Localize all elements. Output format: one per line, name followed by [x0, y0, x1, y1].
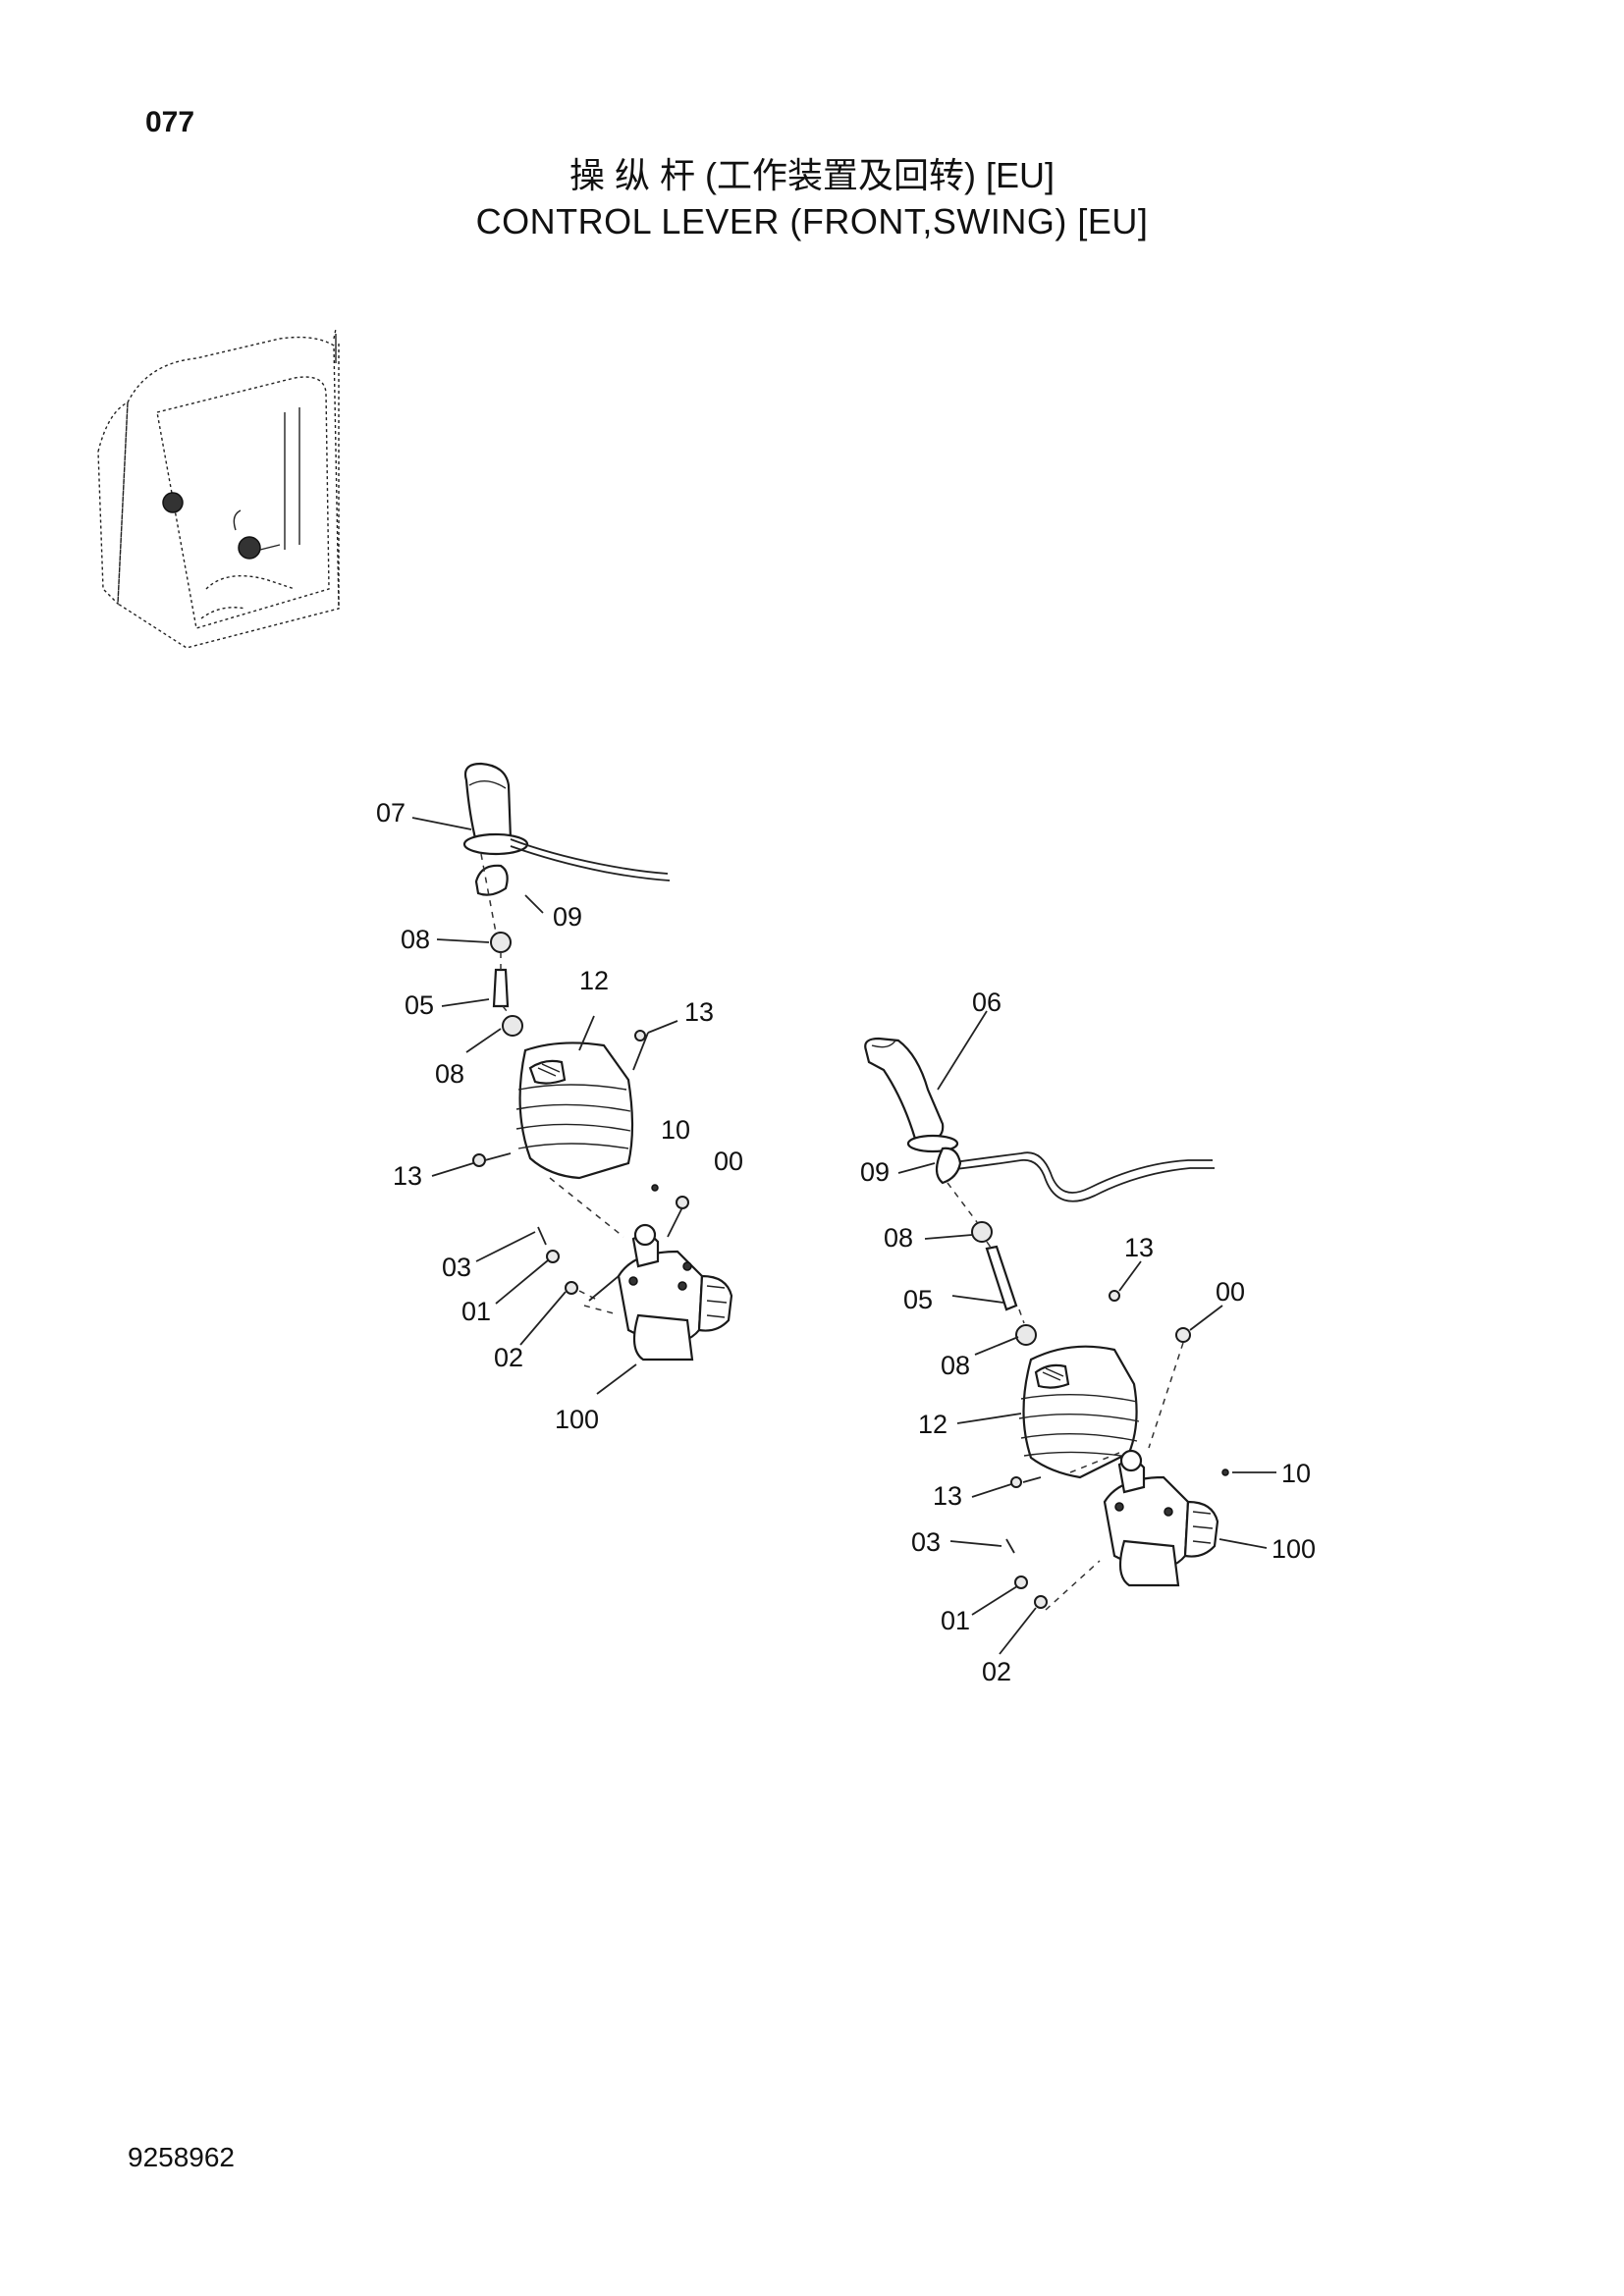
- left-label-03: 03: [442, 1253, 471, 1282]
- left-lever-assembly: 07 09 08 05 12 13 08 10 00 13 03 01 02 1…: [376, 762, 743, 1434]
- left-label-100: 100: [555, 1405, 599, 1434]
- right-label-03: 03: [911, 1527, 941, 1557]
- left-label-10: 10: [661, 1115, 690, 1145]
- document-number: 9258962: [128, 2142, 236, 2172]
- right-label-02: 02: [982, 1657, 1011, 1686]
- left-label-00: 00: [714, 1147, 743, 1176]
- left-cover-12: [518, 1041, 634, 1180]
- title-chinese: 操 纵 杆 (工作装置及回转) [EU]: [569, 155, 1055, 195]
- right-label-100: 100: [1272, 1534, 1316, 1564]
- right-label-00: 00: [1216, 1277, 1245, 1307]
- right-label-13b: 13: [933, 1481, 962, 1511]
- right-label-13a: 13: [1124, 1233, 1154, 1262]
- right-boot-09: [935, 1147, 962, 1185]
- left-label-12: 12: [579, 966, 609, 995]
- left-label-01: 01: [461, 1297, 491, 1326]
- left-label-13b: 13: [393, 1161, 422, 1191]
- right-label-01: 01: [941, 1606, 970, 1635]
- right-label-09: 09: [860, 1157, 890, 1187]
- right-lever-assembly: 06 09 08 13 05 00 08 12 10 13 03 100 01 …: [860, 988, 1316, 1686]
- cab-sketch: [97, 328, 340, 649]
- left-label-07: 07: [376, 798, 406, 828]
- left-label-02: 02: [494, 1343, 523, 1372]
- left-label-09: 09: [553, 902, 582, 932]
- left-label-08b: 08: [435, 1059, 464, 1089]
- page-number: 077: [145, 106, 195, 138]
- right-label-05: 05: [903, 1285, 933, 1314]
- right-grip-06: [864, 1037, 945, 1143]
- left-boot-09: [474, 864, 509, 896]
- left-label-05: 05: [405, 990, 434, 1020]
- right-cover-12: [1022, 1345, 1138, 1479]
- right-label-08b: 08: [941, 1351, 970, 1380]
- left-label-08a: 08: [401, 925, 430, 954]
- left-label-13a: 13: [684, 997, 714, 1027]
- title-english: CONTROL LEVER (FRONT,SWING) [EU]: [475, 201, 1149, 241]
- right-label-06: 06: [972, 988, 1001, 1017]
- right-label-08a: 08: [884, 1223, 913, 1253]
- right-label-12: 12: [918, 1410, 947, 1439]
- right-label-10: 10: [1281, 1459, 1311, 1488]
